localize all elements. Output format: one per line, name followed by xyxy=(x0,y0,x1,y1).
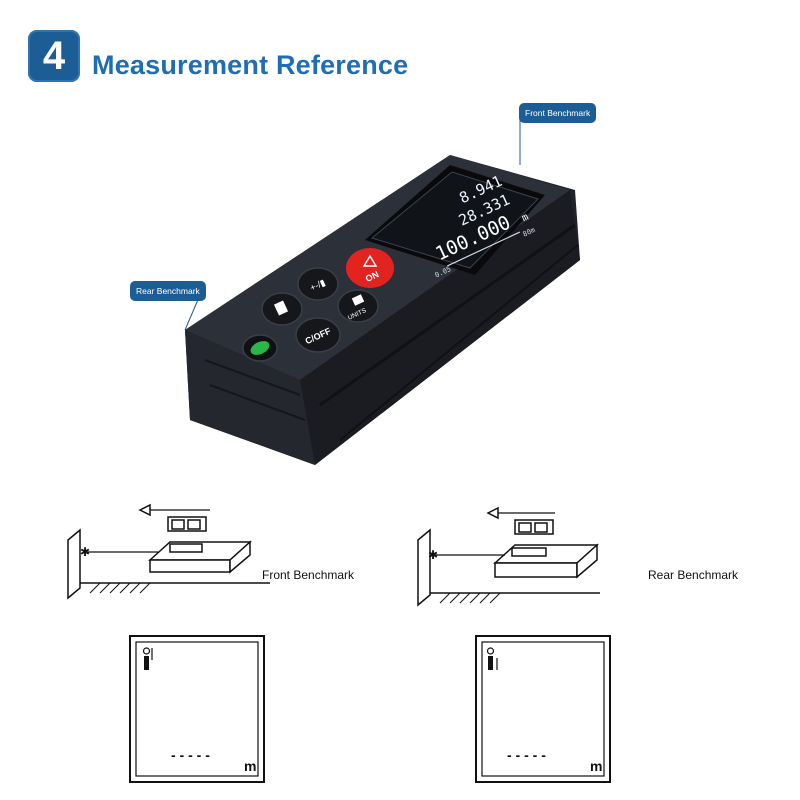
laser-icon xyxy=(362,254,378,267)
front-benchmark-icon xyxy=(142,647,153,670)
front-screen-diagram: - - - - - m xyxy=(129,635,265,783)
front-screen-dashes: - - - - - xyxy=(171,747,210,763)
rear-wall xyxy=(417,528,431,607)
front-screen-unit: m xyxy=(244,758,256,774)
rear-screen-diagram: - - - - - m xyxy=(475,635,611,783)
front-benchmark-callout: Front Benchmark xyxy=(519,103,597,123)
benchmark-icon xyxy=(351,294,365,306)
device-box-side xyxy=(229,540,251,574)
rear-screen-unit: m xyxy=(590,758,602,774)
device-screen: 8.941 28.331 100.000 m 0.05 80m xyxy=(365,165,545,279)
area-icon xyxy=(273,300,289,316)
rear-benchmark-callout: Rear Benchmark xyxy=(130,281,206,301)
rear-benchmark-icon xyxy=(486,647,498,670)
svg-text:✱: ✱ xyxy=(80,545,90,559)
units-button[interactable]: UNITS xyxy=(337,289,379,323)
svg-text:✱: ✱ xyxy=(428,548,438,562)
rear-screen-dashes: - - - - - xyxy=(507,747,546,763)
add-subtract-button[interactable]: +-/▮ xyxy=(297,267,339,301)
front-benchmark-caption: Front Benchmark xyxy=(262,568,355,582)
display-unit: m xyxy=(520,212,530,225)
page-title: Measurement Reference xyxy=(92,50,409,80)
bubble-level xyxy=(242,334,278,362)
step-badge: 4 xyxy=(28,30,80,82)
rear-benchmark-caption: Rear Benchmark xyxy=(648,568,739,582)
wall xyxy=(67,528,81,600)
clear-off-button[interactable]: C/OFF xyxy=(295,317,341,353)
power-button[interactable]: ON xyxy=(346,248,394,288)
rear-device-box-side xyxy=(576,543,598,579)
function-button[interactable] xyxy=(261,292,303,326)
